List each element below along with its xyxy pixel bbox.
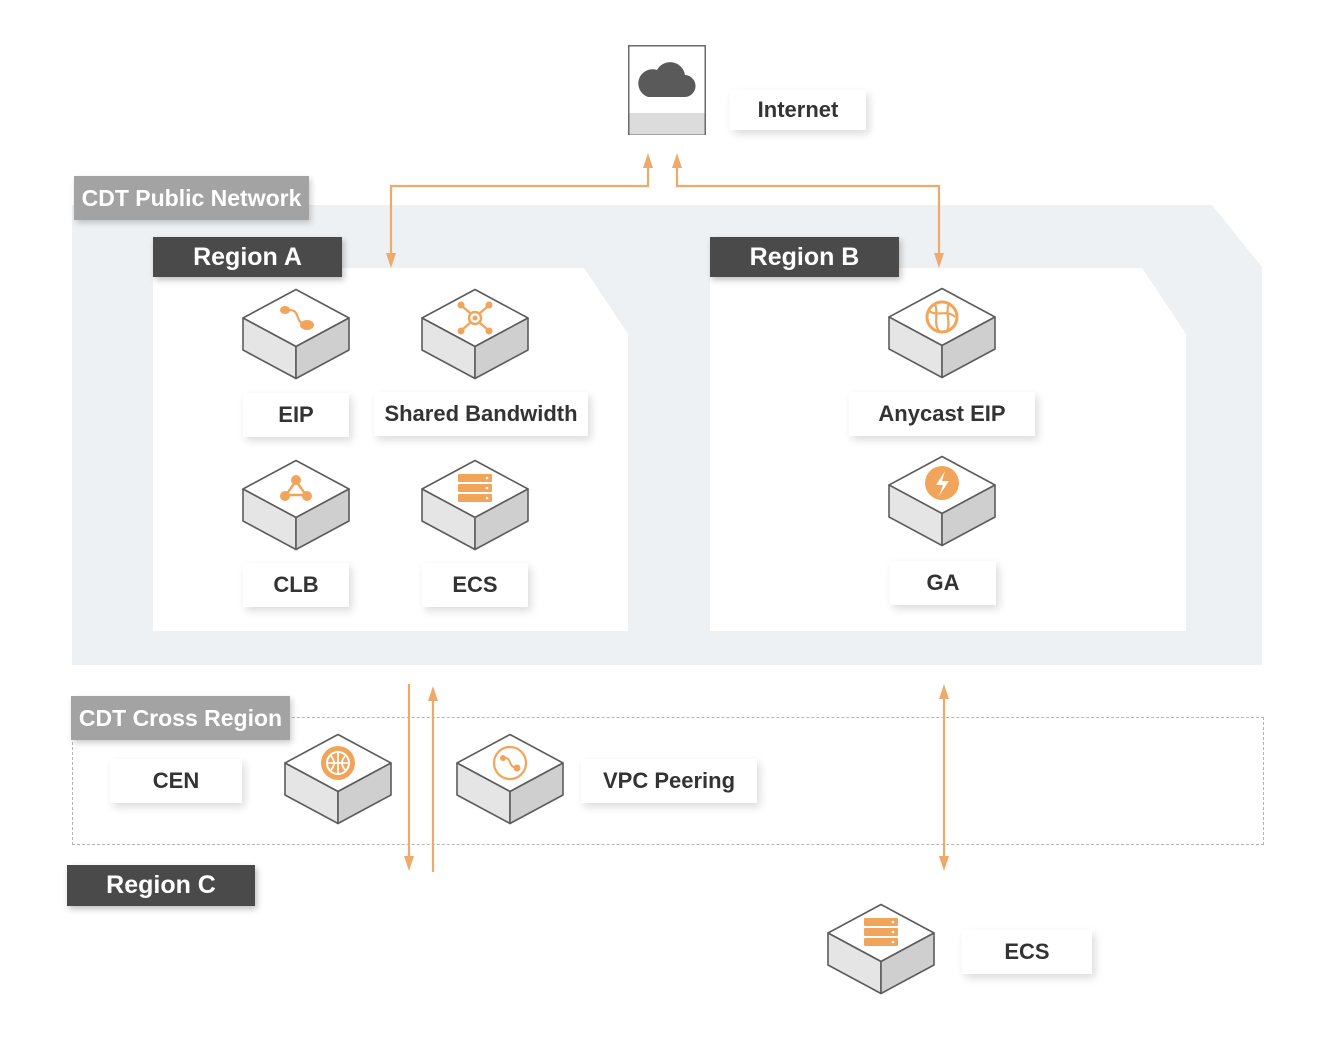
- cen-label: CEN: [110, 759, 242, 803]
- cloud-icon: [628, 45, 706, 135]
- ecs-icon: [420, 459, 530, 551]
- cross-region-zone: [72, 717, 1264, 845]
- vpc-peering-label: VPC Peering: [581, 759, 757, 803]
- ga-icon: [887, 455, 997, 547]
- clb-icon: [241, 459, 351, 551]
- cen-icon: [283, 733, 393, 825]
- vpc-peering-icon: [455, 733, 565, 825]
- public-network-title: CDT Public Network: [74, 176, 309, 220]
- region-c-title: Region C: [67, 865, 255, 906]
- anycast-eip-label: Anycast EIP: [849, 392, 1035, 436]
- region-b-title: Region B: [710, 237, 899, 277]
- shared-bandwidth-label: Shared Bandwidth: [374, 392, 588, 436]
- ecs-label-region-a: ECS: [422, 563, 528, 607]
- internet-label: Internet: [730, 90, 866, 130]
- ecs-label-region-c: ECS: [962, 930, 1092, 974]
- cross-region-title: CDT Cross Region: [71, 696, 290, 740]
- anycast-eip-icon: [887, 287, 997, 379]
- ecs-icon: [826, 903, 936, 995]
- clb-label: CLB: [243, 563, 349, 607]
- eip-label: EIP: [243, 393, 349, 437]
- eip-icon: [241, 288, 351, 380]
- region-a-panel: [153, 268, 628, 631]
- region-a-title: Region A: [153, 237, 342, 277]
- shared-bandwidth-icon: [420, 288, 530, 380]
- ga-label: GA: [890, 561, 996, 605]
